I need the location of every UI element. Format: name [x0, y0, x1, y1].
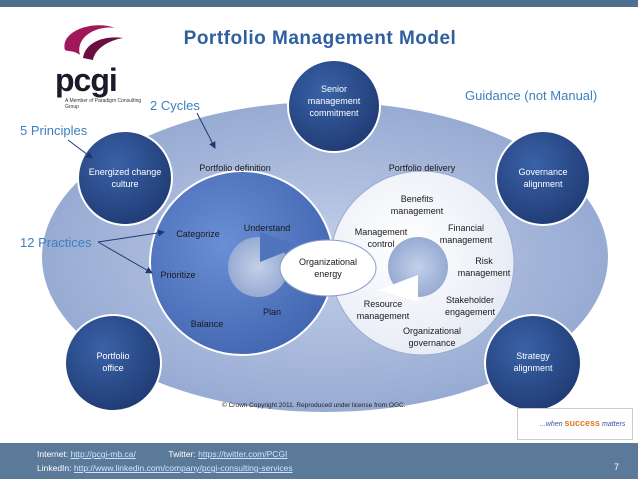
linkedin-label: LinkedIn:: [37, 463, 72, 473]
practice-plan: Plan: [262, 307, 281, 317]
twitter-link[interactable]: https://twitter.com/PCGI: [198, 449, 288, 459]
logo-swoosh-icon: [64, 25, 123, 60]
practices-annotation: 12 Practices: [20, 235, 92, 250]
practice-financial: Financial management: [439, 223, 493, 245]
principle-circle-energized: [77, 130, 173, 226]
practice-prioritize: Prioritize: [160, 270, 196, 280]
footer-line-2: LinkedIn: http://www.linkedin.com/compan…: [37, 463, 293, 473]
logo-tagline: A Member of Paradigm Consulting Group: [65, 98, 142, 110]
linkedin-link[interactable]: http://www.linkedin.com/company/pcgi-con…: [73, 463, 293, 473]
principle-circle-senior: [287, 59, 381, 153]
internet-label: Internet:: [37, 449, 69, 459]
pcgi-logo: pcgi A Member of Paradigm Consulting Gro…: [55, 20, 141, 110]
internet-link[interactable]: http://pcgi-mb.ca/: [70, 449, 136, 459]
copyright-note: © Crown Copyright 2011. Reproduced under…: [222, 402, 406, 409]
practice-benefits: Benefits management: [390, 194, 444, 216]
badge-text: ...when success matters: [540, 418, 625, 428]
principle-office-label: Portfolio office: [96, 351, 130, 373]
guidance-annotation: Guidance (not Manual): [465, 88, 598, 103]
practice-risk: Risk management: [457, 256, 511, 278]
principle-circle-governance: [495, 130, 591, 226]
footer: [0, 443, 638, 479]
delivery-cycle-arrow: [378, 275, 418, 302]
cycles-pointer: [196, 112, 216, 149]
practice-understand: Understand: [243, 223, 291, 233]
principle-energized-label: Energized change culture: [88, 167, 162, 189]
center-ellipse: [279, 239, 377, 297]
practice-categorize: Categorize: [176, 229, 220, 239]
footer-line-1: Internet: http://pcgi-mb.ca/ Twitter: ht…: [37, 449, 287, 459]
page-title: Portfolio Management Model: [183, 28, 457, 49]
principles-pointer: [67, 139, 93, 159]
success-badge: ...when success matters: [517, 408, 633, 440]
twitter-label: Twitter:: [168, 449, 196, 459]
principle-strategy-label: Strategy alignment: [513, 351, 553, 373]
practice-resource: Resource management: [356, 299, 410, 321]
center-label: Organizational energy: [298, 257, 358, 279]
badge-highlight: success: [564, 418, 601, 428]
principle-circle-office: [64, 314, 162, 412]
cycle-definition-label: Portfolio definition: [199, 163, 271, 173]
badge-suffix: matters: [602, 421, 626, 428]
principle-senior-label: Senior management commitment: [307, 84, 361, 118]
practice-governance: Organizational governance: [402, 326, 462, 348]
cycles-annotation: 2 Cycles: [150, 98, 200, 113]
badge-prefix: ...when: [540, 421, 563, 428]
logo-name: pcgi: [55, 62, 118, 98]
practice-stakeholder: Stakeholder engagement: [444, 295, 496, 317]
page-number: 7: [614, 462, 620, 472]
definition-cycle-arrow: [260, 232, 300, 262]
principle-governance-label: Governance alignment: [518, 167, 568, 189]
cycle-delivery-label: Portfolio delivery: [388, 163, 456, 173]
top-bar: [0, 0, 638, 7]
practice-balance: Balance: [190, 319, 224, 329]
principles-annotation: 5 Principles: [20, 123, 88, 138]
practices-pointer-prioritize: [97, 241, 153, 274]
practice-management-control: Management control: [354, 227, 408, 249]
practices-pointer-categorize: [97, 229, 165, 243]
